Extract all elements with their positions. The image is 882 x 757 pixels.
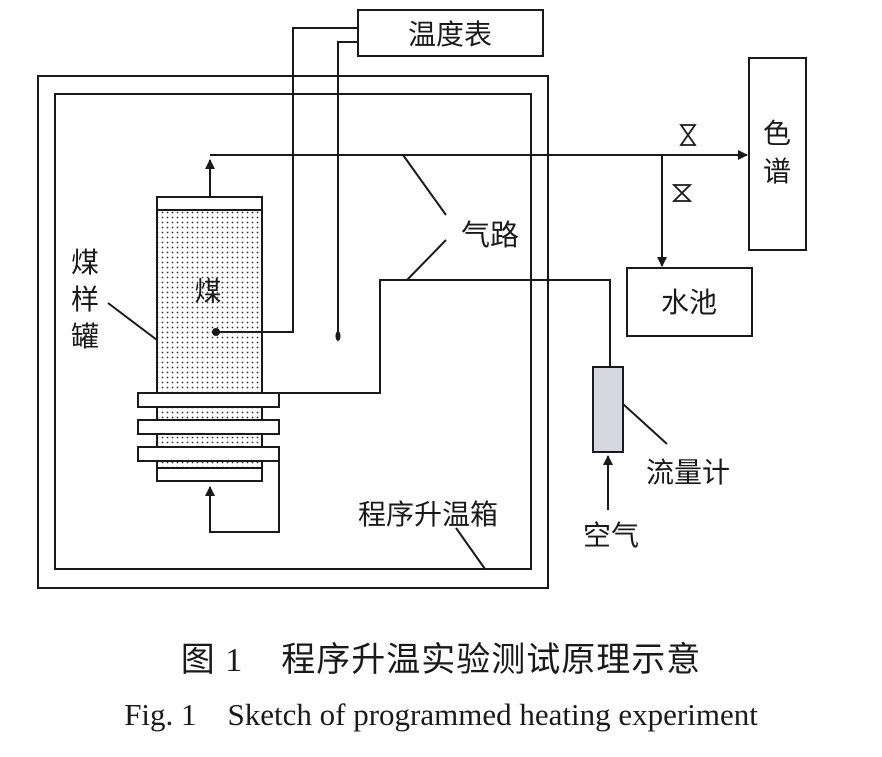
- coil-turn: [137, 392, 280, 408]
- figure-caption-chinese: 图 1 程序升温实验测试原理示意: [180, 642, 702, 679]
- leader-line-coal-tank: [107, 302, 158, 341]
- coal-tank-top-cap: [156, 196, 263, 211]
- valve-icon: [679, 124, 697, 146]
- chromatograph-box: [748, 57, 807, 251]
- leader-line-oven: [455, 527, 486, 570]
- gas-path-label: 气路: [461, 218, 519, 252]
- coal-label: 煤: [195, 277, 222, 308]
- leader-line-flowmeter: [622, 403, 668, 445]
- coil-turn: [137, 419, 280, 435]
- water-pool-box: [626, 267, 753, 337]
- leader-line-gas-path-lower: [406, 239, 447, 281]
- inlet-gas-pipe: [157, 279, 611, 394]
- chromatograph-label: 谱: [763, 155, 791, 188]
- thermocouple-wire-oven: [337, 41, 358, 332]
- flowmeter-tube: [592, 366, 624, 453]
- water-pool-label: 水池: [661, 286, 717, 319]
- coal-tank-label: 煤: [71, 246, 99, 279]
- coal-tank-label: 罐: [71, 320, 99, 353]
- leader-line-gas-path-upper: [402, 154, 447, 216]
- coil-turn: [137, 446, 280, 462]
- chromatograph-label: 色: [763, 117, 791, 150]
- figure-caption-english: Fig. 1 Sketch of programmed heating expe…: [124, 697, 758, 732]
- coil-return-pipe: [205, 461, 280, 533]
- coal-tank-bottom-cap: [156, 467, 263, 482]
- thermocouple-probe-coal: [212, 328, 220, 336]
- flowmeter-label: 流量计: [646, 456, 730, 489]
- air-label: 空气: [583, 519, 639, 552]
- valve-icon: [671, 184, 693, 202]
- coal-tank-label: 样: [71, 283, 99, 316]
- thermometer-box: [357, 9, 544, 57]
- thermocouple-probe-oven: [335, 331, 341, 341]
- oven-label: 程序升温箱: [358, 498, 498, 531]
- thermometer-label: 温度表: [408, 18, 492, 51]
